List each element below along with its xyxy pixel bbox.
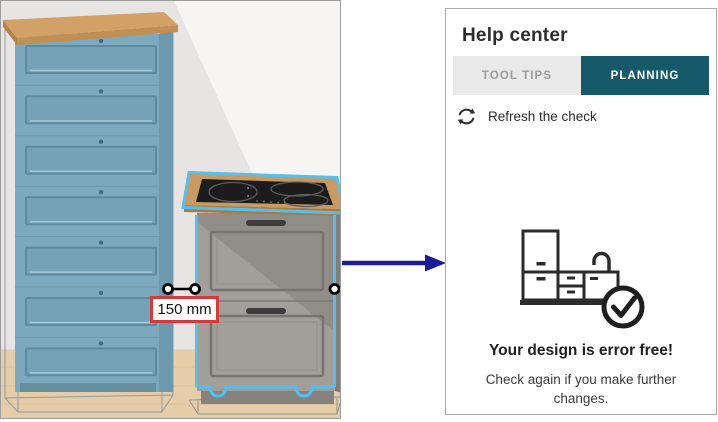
drawer-handle	[246, 220, 286, 226]
drawer-handle	[246, 308, 286, 314]
pointer-arrow	[342, 254, 446, 272]
refresh-label: Refresh the check	[488, 109, 597, 124]
planner-scene-svg	[1, 1, 340, 418]
check-circle-icon	[601, 285, 644, 329]
status-subtitle: Check again if you make further changes.	[485, 372, 677, 406]
tab-tool-tips[interactable]: TOOL TIPS	[453, 56, 581, 95]
dimension-label: 150 mm	[150, 296, 219, 323]
faucet-icon	[591, 251, 611, 272]
blue-cabinet-worktop	[3, 12, 178, 38]
planner-viewport[interactable]: 150 mm	[0, 0, 341, 419]
dimension-indicator	[162, 283, 340, 295]
blue-cabinet-drawers	[25, 38, 157, 377]
tab-planning[interactable]: PLANNING	[581, 56, 709, 95]
help-center-panel: Help center TOOL TIPS PLANNING Refresh t…	[445, 8, 717, 415]
refresh-check-button[interactable]: Refresh the check	[456, 106, 716, 127]
kitchen-icon	[519, 229, 622, 305]
induction-cooktop	[196, 179, 333, 208]
panel-title: Help center	[462, 25, 568, 46]
design-ok-illustration	[519, 229, 644, 329]
base-cabinet-cooktop[interactable]	[181, 170, 340, 415]
plinth	[201, 387, 334, 404]
help-tabs: TOOL TIPS PLANNING	[453, 56, 709, 95]
status-title: Your design is error free!	[488, 342, 674, 359]
tall-blue-cabinet[interactable]	[3, 12, 178, 413]
refresh-icon	[457, 108, 476, 125]
